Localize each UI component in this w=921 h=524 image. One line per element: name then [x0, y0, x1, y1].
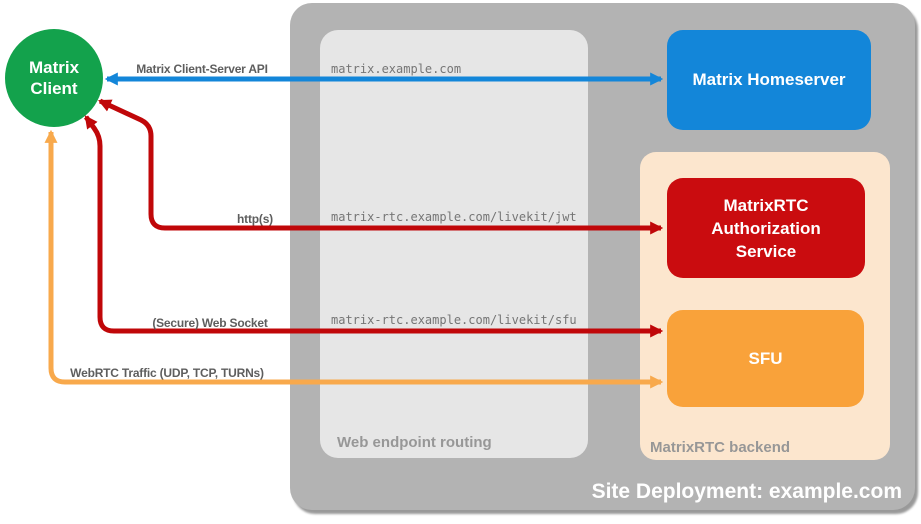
- endpoint-sfu-url: matrix-rtc.example.com/livekit/sfu: [331, 313, 577, 327]
- node-matrixrtc-auth-service: MatrixRTC Authorization Service: [667, 178, 865, 278]
- label-client-server-api: Matrix Client-Server API: [136, 62, 268, 76]
- site-deployment-title: Site Deployment: example.com: [591, 480, 902, 503]
- node-matrix-client: Matrix Client: [5, 29, 103, 127]
- web-endpoint-routing-box: [320, 30, 588, 458]
- label-https: http(s): [237, 212, 273, 226]
- web-endpoint-routing-label: Web endpoint routing: [337, 434, 492, 451]
- endpoint-jwt-url: matrix-rtc.example.com/livekit/jwt: [331, 210, 577, 224]
- node-matrix-homeserver: Matrix Homeserver: [667, 30, 871, 130]
- node-sfu: SFU: [667, 310, 864, 407]
- matrixrtc-backend-label: MatrixRTC backend: [650, 439, 791, 456]
- endpoint-homeserver-url: matrix.example.com: [331, 62, 462, 76]
- label-webrtc: WebRTC Traffic (UDP, TCP, TURNs): [70, 366, 264, 380]
- label-websocket: (Secure) Web Socket: [152, 316, 268, 330]
